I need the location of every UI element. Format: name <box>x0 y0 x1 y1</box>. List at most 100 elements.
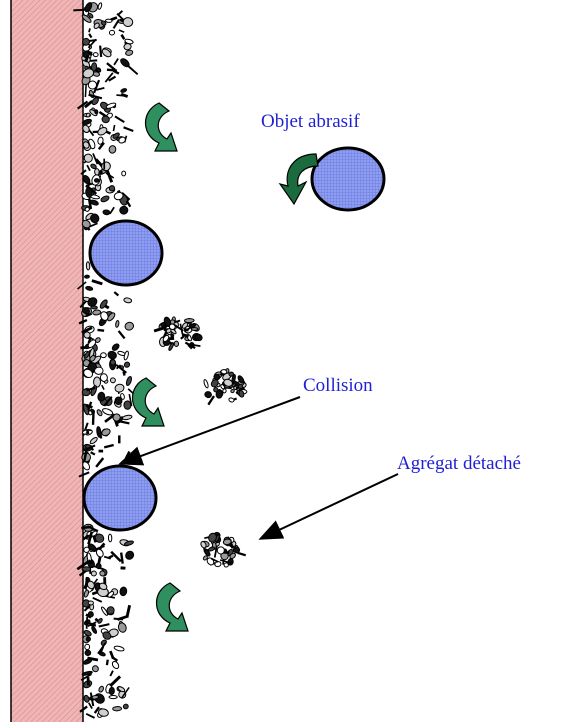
debris-particle <box>97 2 102 9</box>
debris-particle <box>123 361 130 368</box>
debris-particle <box>85 84 86 97</box>
debris-particle <box>100 195 110 203</box>
debris-particle <box>98 686 104 693</box>
debris-particle <box>87 430 88 434</box>
debris-particle <box>109 30 114 35</box>
debris-particle <box>93 411 94 424</box>
debris-particle <box>86 714 94 718</box>
debris-particle <box>90 385 98 396</box>
debris-particle <box>85 650 91 656</box>
debris-particle <box>104 445 113 447</box>
debris-particle <box>124 550 135 561</box>
debris-particle <box>204 391 212 399</box>
debris-particle <box>88 601 93 605</box>
debris-particle <box>101 171 102 175</box>
debris-particle <box>92 310 101 316</box>
debris-particle <box>93 53 98 57</box>
debris-particle <box>117 686 125 693</box>
debris-particle <box>181 336 184 339</box>
debris-particle <box>114 292 118 295</box>
debris-particle <box>86 56 88 62</box>
debris-particle <box>101 353 107 358</box>
debris-particle <box>118 616 129 620</box>
wall <box>11 0 83 722</box>
debris-particle <box>114 383 125 393</box>
debris-particle <box>89 198 91 209</box>
debris-particle <box>113 125 114 131</box>
debris-particle <box>120 88 127 93</box>
debris-particle <box>91 693 93 706</box>
debris-particle <box>106 102 117 109</box>
debris-particle <box>102 115 110 123</box>
debris-particle <box>229 372 234 377</box>
debris-particle <box>96 409 103 417</box>
debris-particle <box>82 567 91 572</box>
debris-particle <box>102 407 114 416</box>
debris-particle <box>110 671 113 676</box>
debris-particle <box>124 401 131 410</box>
debris-particle <box>125 376 132 386</box>
debris-particle <box>98 392 106 402</box>
debris-particle <box>122 171 126 176</box>
debris-particle <box>108 534 112 542</box>
debris-particle <box>123 17 133 27</box>
debris-particle <box>119 587 127 597</box>
debris-particle <box>127 605 130 616</box>
detached-aggregate-label: Agrégat détaché <box>397 454 521 473</box>
debris-particle <box>94 367 103 375</box>
debris-particle <box>89 34 91 38</box>
debris-particle <box>101 428 112 437</box>
debris-particle <box>85 644 90 650</box>
debris-particle <box>96 426 102 437</box>
abrasive-ball-upper-wall <box>90 221 162 285</box>
debris-particle <box>128 66 138 75</box>
debris-particle <box>94 168 99 175</box>
collision-pointer-arrow <box>122 397 300 463</box>
rotation-arrow-icon <box>157 583 189 631</box>
debris-particle <box>97 618 103 624</box>
rotation-arrow-icon <box>133 378 165 426</box>
debris-particle <box>110 207 114 214</box>
debris-particle <box>114 20 119 29</box>
debris-particle <box>122 414 132 420</box>
debris-particle <box>123 704 129 710</box>
debris-particle <box>103 210 110 216</box>
debris-particle <box>191 328 198 331</box>
debris-particle <box>87 617 88 629</box>
debris-particle <box>110 359 116 365</box>
debris-particle <box>121 553 123 564</box>
debris-particle <box>107 350 118 360</box>
debris-particle <box>124 321 135 332</box>
debris-particle <box>203 379 209 388</box>
debris-particle <box>91 626 98 634</box>
debris-particle <box>86 262 90 271</box>
debris-particle <box>119 30 124 32</box>
debris-particle <box>100 374 107 382</box>
debris-particle <box>96 126 108 137</box>
debris-particle <box>113 706 122 711</box>
debris-particle <box>110 676 120 685</box>
debris-particle <box>214 387 219 392</box>
debris-particle <box>94 109 98 114</box>
debris-particle <box>83 658 93 666</box>
debris-particle <box>127 201 131 207</box>
debris-particle <box>96 458 103 467</box>
debris-particle <box>85 286 93 291</box>
debris-particle <box>88 611 93 617</box>
debris-particle <box>111 343 120 352</box>
debris-particle <box>111 660 120 669</box>
debris-particle <box>99 624 110 626</box>
debris-particle <box>88 411 92 416</box>
debris-particle <box>184 318 194 322</box>
debris-particle <box>98 330 105 331</box>
debris-particle <box>123 297 132 303</box>
debris-particle <box>174 341 178 346</box>
debris-particle <box>228 397 234 403</box>
debris-particle <box>93 598 102 602</box>
detached-aggregates <box>154 316 247 567</box>
debris-particle <box>109 695 117 698</box>
debris-particle <box>119 205 129 215</box>
debris-particle <box>92 281 102 284</box>
debris-particle <box>91 452 95 454</box>
